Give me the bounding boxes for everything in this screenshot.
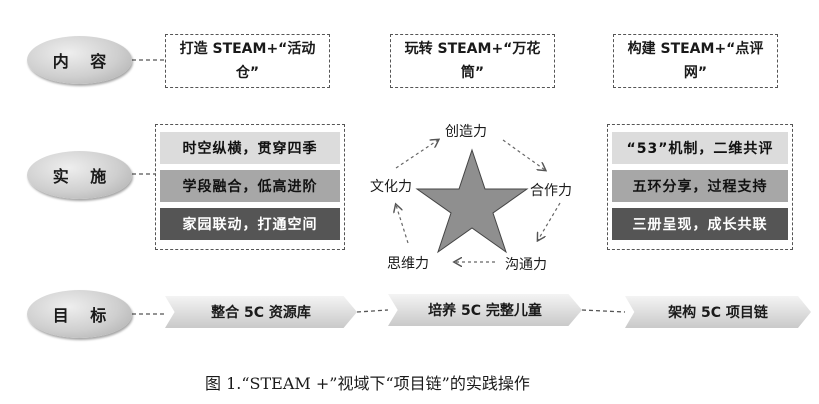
cycle-arrow-2	[538, 202, 561, 240]
right-item-2-text: 五环分享，过程支持	[632, 179, 768, 195]
right-item-3-text: 三册呈现，成长共联	[632, 217, 768, 233]
row-label-goal-text: 目 标	[52, 306, 115, 325]
cycle-label-creativity: 创造力	[445, 124, 487, 140]
content-box-review-net-text: 构建 STEAM+“点评网”	[627, 41, 764, 81]
goal-chevron-complete-child: 培养 5C 完整儿童	[388, 294, 582, 326]
cycle-arrow-4	[396, 205, 409, 244]
center-star	[415, 148, 529, 254]
figure-caption: 图 1.“STEAM +”视域下“项目链”的实践操作	[205, 374, 530, 393]
cycle-arrow-1	[502, 139, 545, 170]
cycle-label-thinking: 思维力	[387, 256, 429, 272]
connector-goal-2	[581, 309, 626, 313]
content-box-review-net: 构建 STEAM+“点评网”	[613, 34, 778, 88]
left-item-3-text: 家园联动，打通空间	[182, 217, 318, 233]
left-item-1: 时空纵横，贯穿四季	[160, 132, 340, 164]
left-item-3: 家园联动，打通空间	[160, 208, 340, 240]
left-item-2-text: 学段融合，低高进阶	[182, 179, 318, 195]
right-item-1: “53”机制，二维共评	[612, 132, 788, 164]
goal-chevron-resource-library: 整合 5C 资源库	[165, 296, 357, 328]
right-item-3: 三册呈现，成长共联	[612, 208, 788, 240]
left-implement-frame	[155, 124, 345, 250]
right-item-2: 五环分享，过程支持	[612, 170, 788, 202]
cycle-arrow-5	[395, 140, 438, 169]
right-item-1-text: “53”机制，二维共评	[626, 141, 774, 157]
cycle-label-culture: 文化力	[370, 179, 412, 195]
content-box-activity: 打造 STEAM+“活动仓”	[165, 34, 330, 88]
content-box-kaleidoscope-text: 玩转 STEAM+“万花筒”	[404, 41, 541, 81]
left-item-1-text: 时空纵横，贯穿四季	[182, 141, 318, 157]
goal-chevron-resource-library-text: 整合 5C 资源库	[211, 305, 311, 321]
left-item-2: 学段融合，低高进阶	[160, 170, 340, 202]
row-label-content: 内 容	[27, 36, 132, 84]
goal-chevron-project-chain: 架构 5C 项目链	[625, 296, 811, 328]
row-label-implement: 实 施	[27, 151, 132, 199]
goal-chevron-complete-child-text: 培养 5C 完整儿童	[428, 303, 542, 319]
goal-chevron-project-chain-text: 架构 5C 项目链	[668, 305, 768, 321]
connector-goal-1	[356, 309, 389, 313]
row-label-content-text: 内 容	[52, 52, 115, 71]
right-implement-frame	[607, 124, 793, 250]
content-box-activity-text: 打造 STEAM+“活动仓”	[179, 41, 316, 81]
cycle-label-communication: 沟通力	[505, 257, 547, 273]
row-label-goal: 目 标	[27, 290, 132, 338]
row-label-implement-text: 实 施	[52, 167, 115, 186]
cycle-label-collaboration: 合作力	[530, 183, 572, 199]
content-box-kaleidoscope: 玩转 STEAM+“万花筒”	[390, 34, 555, 88]
